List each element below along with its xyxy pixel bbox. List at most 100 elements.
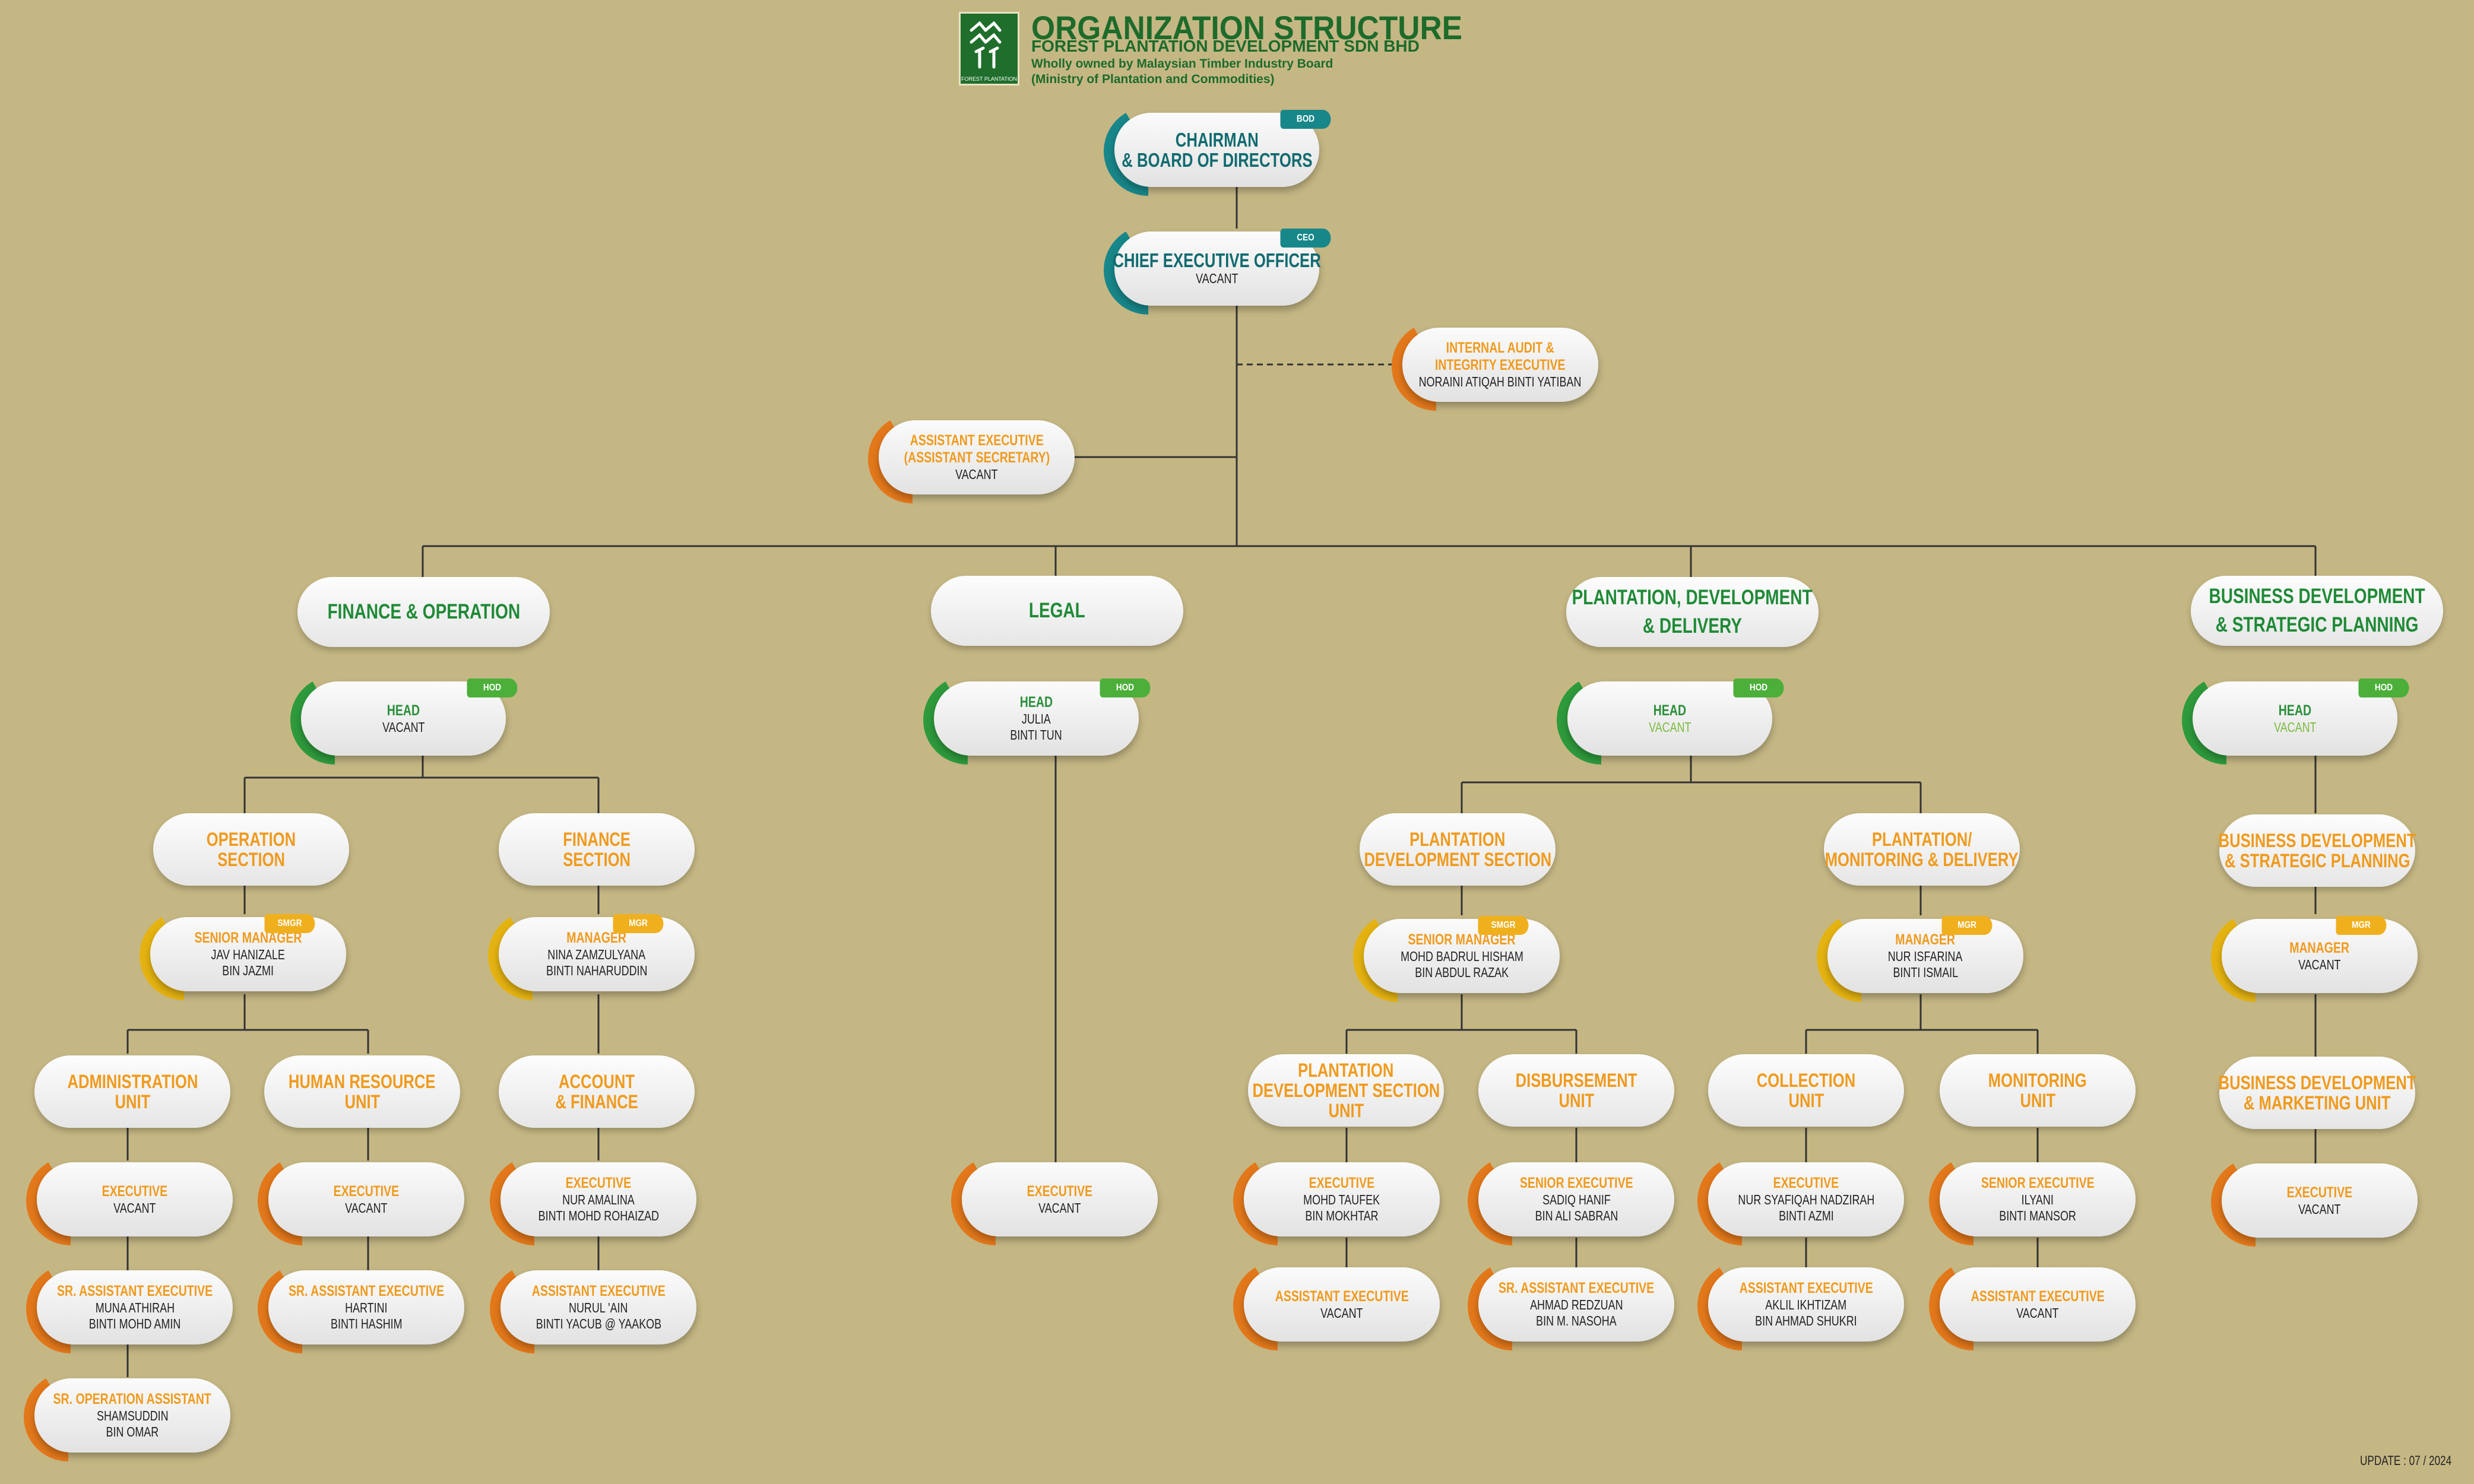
staff-title: EXECUTIVE [1309, 1175, 1375, 1191]
section-label: SECTION [217, 849, 285, 870]
unit-label: DEVELOPMENT SECTION [1252, 1080, 1440, 1101]
header: FOREST PLANTATION ORGANIZATION STRUCTURE… [959, 9, 1553, 95]
tree-logo-icon [970, 21, 1002, 69]
staff-title: SENIOR EXECUTIVE [1519, 1175, 1633, 1191]
staff-name: BIN AHMAD SHUKRI [1755, 1313, 1857, 1328]
staff-name: ILYANI [2021, 1192, 2054, 1207]
hod-tag: HOD [1100, 678, 1151, 697]
staff-name: AKLIL IKHTIZAM [1765, 1297, 1847, 1312]
unit-label: ADMINISTRATION [67, 1071, 198, 1092]
chairman-line2: & BOARD OF DIRECTORS [1121, 148, 1313, 171]
ceo-name: VACANT [1195, 271, 1238, 286]
node-head-business: HEAD VACANT HOD [2182, 676, 2409, 765]
section-label: BUSINESS DEVELOPMENT [2218, 830, 2416, 851]
head-name: JULIA [1022, 711, 1051, 727]
dept-label: & DELIVERY [1643, 614, 1742, 638]
audit-title1: INTERNAL AUDIT & [1446, 340, 1554, 356]
unit-label: UNIT [1558, 1090, 1594, 1111]
staff-name: MUNA ATHIRAH [95, 1300, 175, 1315]
node-manager-operation: SENIOR MANAGER JAV HANIZALE BIN JAZMI SM… [140, 911, 346, 1000]
section-label: OPERATION [206, 829, 296, 850]
unit-label: UNIT [1328, 1100, 1364, 1121]
smgr-tag: SMGR [264, 914, 315, 933]
node-head-finance: HEAD VACANT HOD [290, 676, 518, 765]
staff-title: SENIOR EXECUTIVE [1981, 1175, 2095, 1191]
manager-name: MOHD BADRUL HISHAM [1400, 949, 1523, 964]
manager-name: NINA ZAMZULYANA [547, 947, 646, 962]
staff-title: SR. ASSISTANT EXECUTIVE [56, 1283, 213, 1299]
dept-label: PLANTATION, DEVELOPMENT [1572, 586, 1813, 609]
chairman-line1: CHAIRMAN [1175, 128, 1259, 151]
section-plantation-monitoring: PLANTATION/ MONITORING & DELIVERY [1824, 813, 2020, 886]
staff-title: SR. ASSISTANT EXECUTIVE [288, 1283, 445, 1299]
unit-label: UNIT [1788, 1090, 1824, 1111]
staff-title: ASSISTANT EXECUTIVE [531, 1283, 666, 1299]
hod-tag: HOD [1733, 678, 1784, 697]
manager-name: BINTI ISMAIL [1893, 965, 1958, 980]
unit-account-finance: ACCOUNT & FINANCE [499, 1055, 695, 1128]
staff-name: HARTINI [345, 1300, 388, 1315]
unit-human-resource: HUMAN RESOURCE UNIT [264, 1055, 460, 1128]
dept-business-development: BUSINESS DEVELOPMENT & STRATEGIC PLANNIN… [2191, 576, 2443, 646]
node-manager-pds: SENIOR MANAGER MOHD BADRUL HISHAM BIN AB… [1353, 913, 1560, 1002]
hod-tag: HOD [467, 678, 518, 697]
node-chairman: CHAIRMAN & BOARD OF DIRECTORS BOD [1104, 107, 1331, 196]
unit-label: ACCOUNT [558, 1071, 635, 1092]
head-name: VACANT [1648, 719, 1691, 735]
ceo-title: CHIEF EXECUTIVE OFFICER [1113, 249, 1321, 271]
staff-name: VACANT [2298, 1201, 2341, 1217]
staff-title: ASSISTANT EXECUTIVE [1739, 1280, 1873, 1296]
section-business-strategic: BUSINESS DEVELOPMENT & STRATEGIC PLANNIN… [2218, 814, 2416, 887]
unit-collection: COLLECTION UNIT [1708, 1054, 1904, 1127]
unit-label: HUMAN RESOURCE [289, 1071, 436, 1092]
manager-name: NUR ISFARINA [1888, 949, 1963, 964]
audit-name: NORAINI ATIQAH BINTI YATIBAN [1419, 374, 1582, 389]
section-label: & STRATEGIC PLANNING [2224, 850, 2410, 871]
unit-business-marketing: BUSINESS DEVELOPMENT & MARKETING UNIT [2219, 1057, 2416, 1129]
head-name: VACANT [2273, 719, 2317, 735]
staff-title: EXECUTIVE [1027, 1182, 1093, 1200]
unit-administration: ADMINISTRATION UNIT [34, 1055, 230, 1128]
dept-plantation: PLANTATION, DEVELOPMENT & DELIVERY [1566, 577, 1819, 647]
ministry-line: (Ministry of Plantation and Commodities) [1031, 72, 1275, 86]
section-label: MONITORING & DELIVERY [1825, 849, 2019, 870]
hod-tag: HOD [2358, 678, 2409, 697]
staff-name: NUR AMALINA [562, 1192, 635, 1207]
staff-title: SR. OPERATION ASSISTANT [53, 1391, 212, 1407]
staff-name: VACANT [2016, 1305, 2059, 1321]
update-date: UPDATE : 07 / 2024 [2360, 1453, 2452, 1468]
staff-title: EXECUTIVE [102, 1182, 168, 1200]
manager-name: BINTI NAHARUDDIN [546, 963, 648, 978]
staff-name: SADIQ HANIF [1542, 1192, 1611, 1207]
unit-label: UNIT [344, 1091, 380, 1112]
unit-label: UNIT [115, 1091, 150, 1112]
staff-title: EXECUTIVE [2286, 1184, 2353, 1201]
section-operation: OPERATION SECTION [153, 813, 349, 886]
manager-name: BIN JAZMI [222, 963, 274, 978]
staff-name: BINTI MANSOR [1999, 1208, 2076, 1223]
owner-line: Wholly owned by Malaysian Timber Industr… [1031, 57, 1333, 71]
staff-name: BIN M. NASOHA [1536, 1313, 1617, 1328]
staff-title: EXECUTIVE [333, 1182, 400, 1200]
head-title: HEAD [1653, 702, 1687, 719]
section-finance: FINANCE SECTION [499, 813, 695, 886]
section-label: PLANTATION/ [1871, 829, 1972, 850]
dept-label: FINANCE & OPERATION [327, 600, 520, 623]
staff-name: BINTI AZMI [1778, 1208, 1834, 1223]
staff-name: AHMAD REDZUAN [1529, 1297, 1623, 1312]
dept-finance-operation: FINANCE & OPERATION [297, 577, 550, 647]
unit-label: COLLECTION [1756, 1070, 1856, 1091]
unit-label: UNIT [2020, 1090, 2055, 1111]
staff-title: ASSISTANT EXECUTIVE [1275, 1288, 1409, 1305]
company-name: FOREST PLANTATION DEVELOPMENT SDN BHD [1031, 37, 1420, 55]
